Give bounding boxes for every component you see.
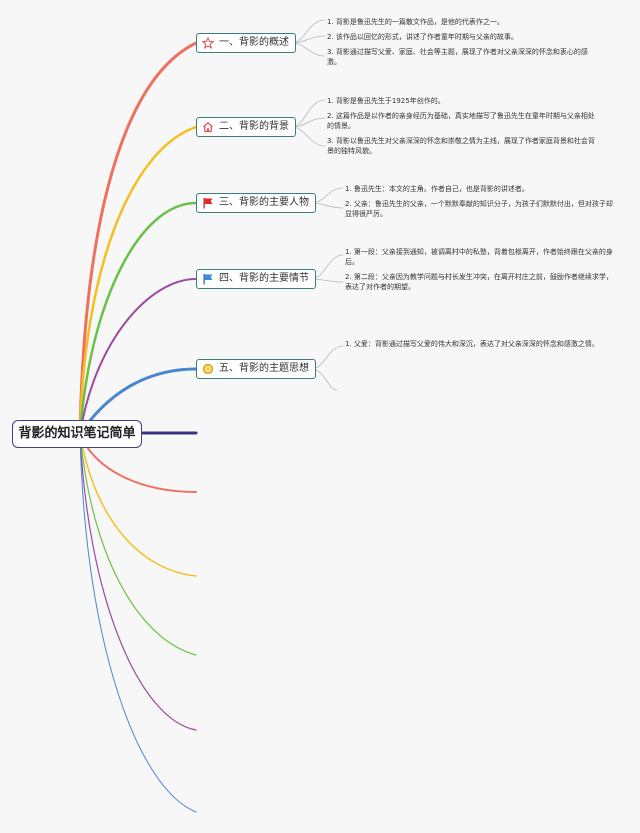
branch-line-overview	[78, 41, 198, 436]
note-item: 3. 背影通过描写父爱、家庭、社会等主题，展现了作者对父亲深深的怀念和衷心的感激…	[327, 48, 588, 66]
note-connector	[291, 42, 326, 57]
house-icon	[202, 121, 214, 133]
note-item: 2. 第二段：父亲因为教学问题与村长发生冲突，在离开村庄之前，鼓励作者继续求学，…	[345, 273, 613, 291]
notes-background: 1. 背影是鲁迅先生于1925年创作的。 2. 这篇作品是以作者的亲身经历为基础…	[327, 96, 595, 161]
topic-plot[interactable]: 四、背影的主要情节	[196, 269, 316, 289]
note-item: 2. 这篇作品是以作者的亲身经历为基础，真实地描写了鲁迅先生在童年时期与父亲相处…	[327, 112, 595, 130]
note-item: 3. 背影以鲁迅先生对父亲深深的怀念和崇敬之情为主线，展现了作者家庭背景和社会背…	[327, 137, 595, 155]
branch-line-characters	[78, 201, 198, 436]
note-item: 1. 背影是鲁迅先生于1925年创作的。	[327, 97, 445, 105]
topic-characters[interactable]: 三、背影的主要人物	[196, 193, 316, 213]
star-icon	[202, 37, 214, 49]
branch-line-empty	[79, 433, 197, 577]
medal-icon	[202, 363, 214, 375]
note-item: 2. 父亲：鲁迅先生的父亲，一个默默奉献的知识分子，为孩子们默默付出，但对孩子却…	[345, 200, 613, 218]
notes-characters: 1. 鲁迅先生：本文的主角。作者自己，也是背影的讲述者。 2. 父亲：鲁迅先生的…	[345, 184, 613, 224]
note-item: 1. 父爱：背影通过描写父爱的伟大和深沉，表达了对父亲深深的怀念和感激之情。	[345, 340, 599, 348]
note-item: 1. 第一段：父亲接到通知，被调离村中的私塾，背着包袱离开，作者始终跟在父亲的身…	[345, 248, 613, 266]
branch-line-theme	[78, 367, 198, 436]
note-item: 1. 背影是鲁迅先生的一篇散文作品，是他的代表作之一。	[327, 18, 504, 26]
notes-overview: 1. 背影是鲁迅先生的一篇散文作品，是他的代表作之一。 2. 该作品以回忆的形式…	[327, 17, 595, 72]
branch-line-empty	[79, 433, 197, 656]
notes-plot: 1. 第一段：父亲接到通知，被调离村中的私塾，背着包袱离开，作者始终跟在父亲的身…	[345, 247, 613, 297]
topic-plot-label: 四、背影的主要情节	[219, 273, 309, 284]
root-topic[interactable]: 背影的知识笔记简单	[12, 420, 142, 448]
note-connector	[291, 126, 326, 147]
topic-overview-label: 一、背影的概述	[219, 37, 289, 48]
topic-background-label: 二、背影的背景	[219, 121, 289, 132]
topic-characters-label: 三、背影的主要人物	[219, 197, 309, 208]
branch-line-plot	[79, 278, 197, 435]
branch-line-empty	[79, 433, 197, 731]
note-connector	[291, 99, 326, 128]
topic-theme[interactable]: 五、背影的主题思想	[196, 359, 316, 379]
blue-flag-icon	[202, 273, 214, 285]
notes-theme: 1. 父爱：背影通过描写父爱的伟大和深沉，表达了对父亲深深的怀念和感激之情。	[345, 339, 613, 354]
note-item: 1. 鲁迅先生：本文的主角。作者自己，也是背影的讲述者。	[345, 185, 529, 193]
branch-line-empty	[79, 433, 197, 813]
topic-theme-label: 五、背影的主题思想	[219, 363, 309, 374]
topic-overview[interactable]: 一、背影的概述	[196, 33, 296, 53]
note-item: 2. 该作品以回忆的形式，讲述了作者童年时期与父亲的故事。	[327, 33, 518, 41]
topic-background[interactable]: 二、背影的背景	[196, 117, 296, 137]
red-flag-icon	[202, 197, 214, 209]
branch-line-background	[78, 125, 198, 436]
